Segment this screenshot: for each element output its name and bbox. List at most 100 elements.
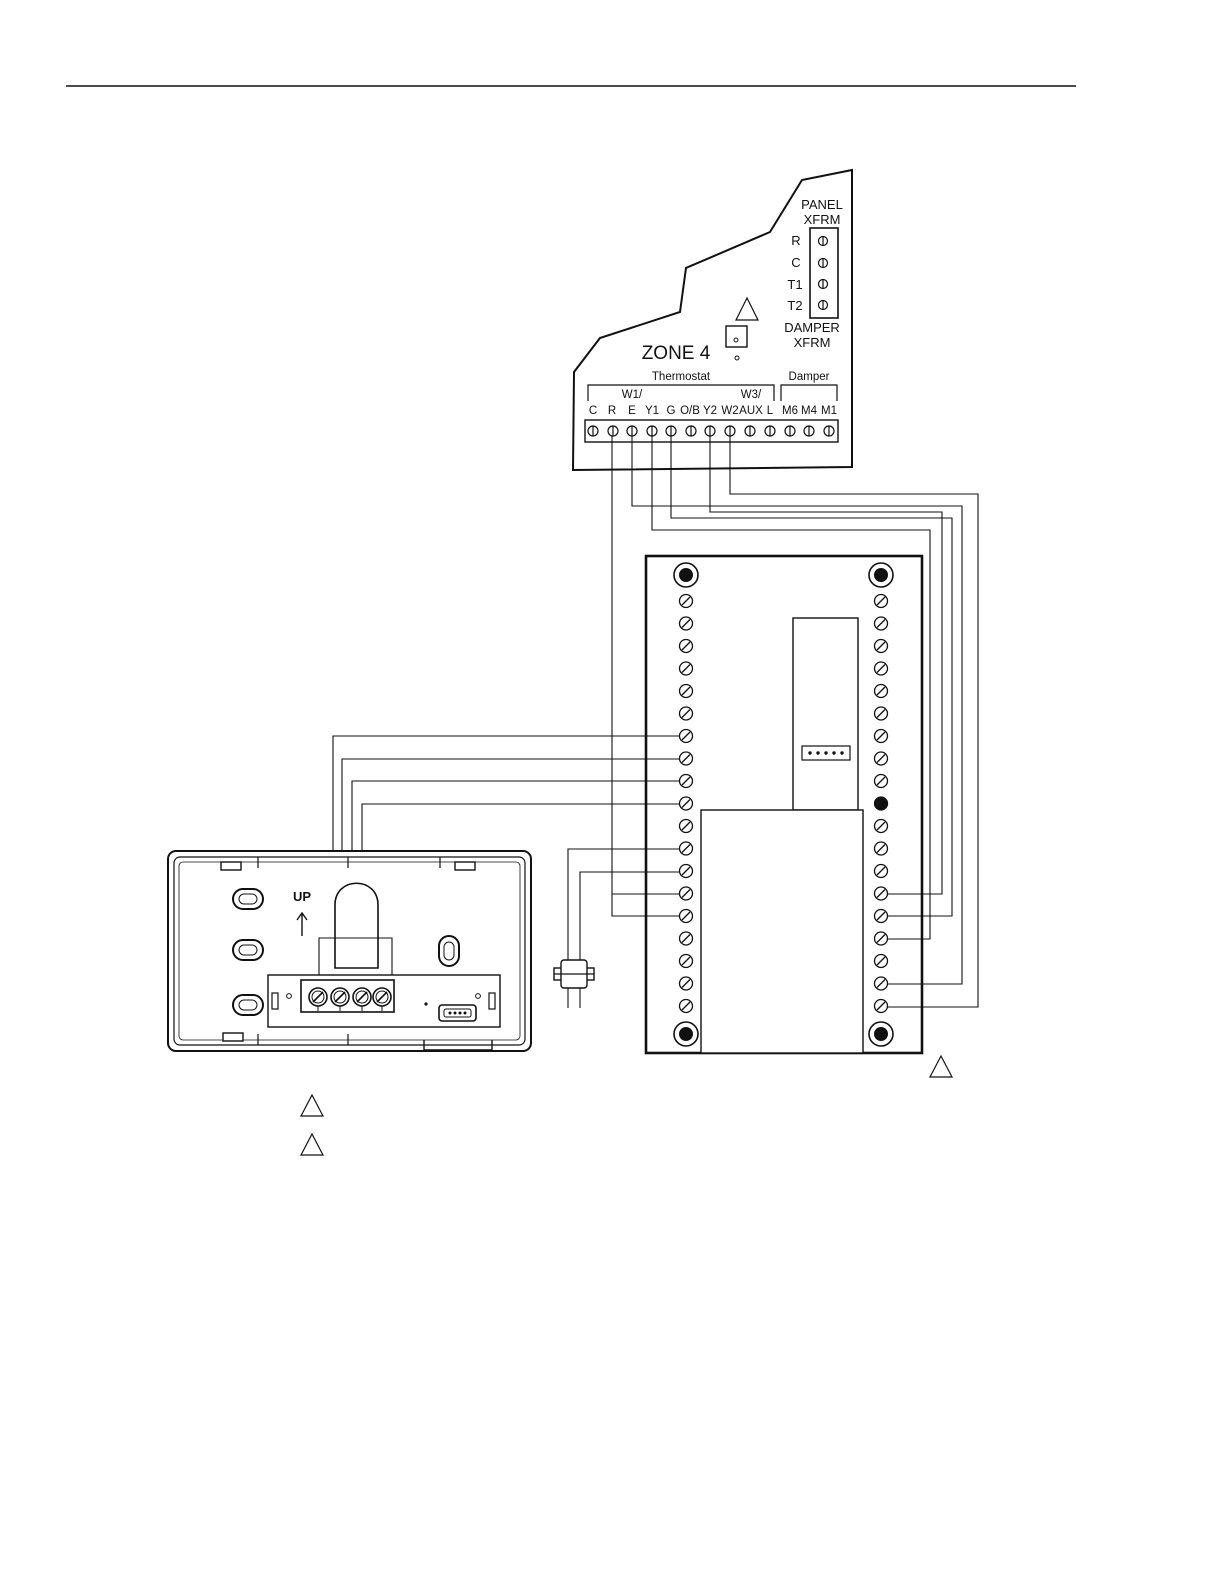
subbase-screw — [875, 775, 888, 788]
subbase-screw — [875, 730, 888, 743]
subbase-screw — [875, 842, 888, 855]
terminal-dot — [424, 1002, 427, 1005]
terminal-prefix-w3: W3/ — [741, 389, 762, 401]
subbase-screw — [875, 752, 888, 765]
terminal-side-slot-left — [272, 993, 278, 1009]
subbase-screw — [875, 707, 888, 720]
terminal-screw — [785, 426, 795, 436]
subbase-screw — [680, 887, 693, 900]
subbase-screw — [875, 640, 888, 653]
thermostat-group-label: Thermostat — [652, 371, 711, 383]
comm-pin — [449, 1012, 452, 1015]
subbase-screw — [875, 685, 888, 698]
subbase-screw — [680, 1000, 693, 1013]
subbase-screw — [875, 865, 888, 878]
panel-xfrm-title-1: PANEL — [801, 197, 843, 212]
subbase-screw — [680, 617, 693, 630]
terminal-screw — [647, 426, 657, 436]
terminal-screw — [725, 426, 735, 436]
subbase-screw — [875, 910, 888, 923]
terminal-label-y2: Y2 — [703, 405, 717, 417]
subbase-screw — [680, 977, 693, 990]
connector-pin — [840, 751, 843, 754]
terminal-prefix-w1: W1/ — [622, 389, 643, 401]
zone-panel: PANEL XFRM R C T1 T2 DAMPER XFRM ZONE 4 … — [573, 170, 852, 470]
subbase-screw — [875, 955, 888, 968]
mount-hole — [674, 1022, 698, 1046]
top-tab-left — [221, 862, 241, 870]
subbase-screw — [680, 865, 693, 878]
mounting-slot-1 — [233, 889, 263, 909]
top-tab-right — [455, 862, 475, 870]
subbase-screw — [680, 955, 693, 968]
terminal-screw — [588, 426, 598, 436]
wire-opening — [335, 883, 378, 968]
connector-pin — [824, 751, 827, 754]
xfrm-screw-t1 — [819, 280, 828, 289]
subbase-screw — [680, 775, 693, 788]
subbase-screw — [875, 595, 888, 608]
xfrm-screw-t2 — [819, 301, 828, 310]
terminal-label-ob: O/B — [680, 405, 700, 417]
subbase-screw — [875, 617, 888, 630]
subbase-module — [646, 556, 922, 1053]
terminal-screw — [627, 426, 637, 436]
terminal-label-m1: M1 — [821, 405, 837, 417]
subbase-screw — [875, 887, 888, 900]
jumper-pin-1 — [734, 338, 738, 342]
terminal-screw — [745, 426, 755, 436]
bottom-tab-left — [223, 1033, 243, 1041]
terminal-hole-right — [476, 994, 481, 999]
terminal-screw — [765, 426, 775, 436]
terminal-label-w2: W2 — [721, 405, 738, 417]
terminal-label-e: E — [628, 405, 636, 417]
subbase-screw — [875, 932, 888, 945]
terminal-screw — [824, 426, 834, 436]
damper-xfrm-title-1: DAMPER — [784, 320, 840, 335]
terminal-label-r: R — [608, 405, 616, 417]
terminal-label-m6: M6 — [782, 405, 798, 417]
subbase-screw — [680, 820, 693, 833]
xfrm-screw-r — [819, 237, 828, 246]
up-label: UP — [293, 889, 311, 904]
comm-pin — [459, 1012, 462, 1015]
mounting-slot-2 — [233, 940, 263, 960]
subbase-screw — [875, 977, 888, 990]
subbase-screw — [680, 797, 693, 810]
subbase-screw — [680, 707, 693, 720]
terminal-label-g: G — [667, 405, 676, 417]
terminal-label-aux: AUX — [739, 405, 763, 417]
mount-hole — [869, 563, 893, 587]
terminal-label-c: C — [589, 405, 597, 417]
terminal-screw — [804, 426, 814, 436]
connector-pin — [816, 751, 819, 754]
note-triangle-icon-2 — [301, 1134, 323, 1155]
subbase-screw — [680, 662, 693, 675]
damper-xfrm-title-2: XFRM — [794, 335, 831, 350]
terminal-label-l: L — [767, 405, 774, 417]
subbase-screw — [680, 932, 693, 945]
xfrm-label-t2: T2 — [787, 298, 802, 313]
mounting-slot-3 — [233, 995, 263, 1015]
terminal-screw — [705, 426, 715, 436]
filled-terminal — [875, 797, 888, 810]
terminal-label-y1: Y1 — [645, 405, 659, 417]
damper-group-label: Damper — [789, 371, 830, 383]
subbase-screw — [875, 820, 888, 833]
terminal-label-m4: M4 — [801, 405, 818, 417]
terminal-screw — [666, 426, 676, 436]
terminal-side-slot-right — [489, 993, 495, 1009]
comm-pin — [464, 1012, 467, 1015]
mounting-slot-4 — [439, 936, 459, 966]
connector-pin — [832, 751, 835, 754]
jumper-pin-2 — [735, 356, 739, 360]
subbase-screw — [875, 662, 888, 675]
subbase-lower-block — [701, 810, 863, 1053]
terminal-screw — [608, 426, 618, 436]
zone-label: ZONE 4 — [642, 343, 711, 364]
mount-hole — [674, 563, 698, 587]
subbase-screw — [875, 1000, 888, 1013]
comm-port — [439, 1005, 476, 1021]
xfrm-label-t1: T1 — [787, 277, 802, 292]
